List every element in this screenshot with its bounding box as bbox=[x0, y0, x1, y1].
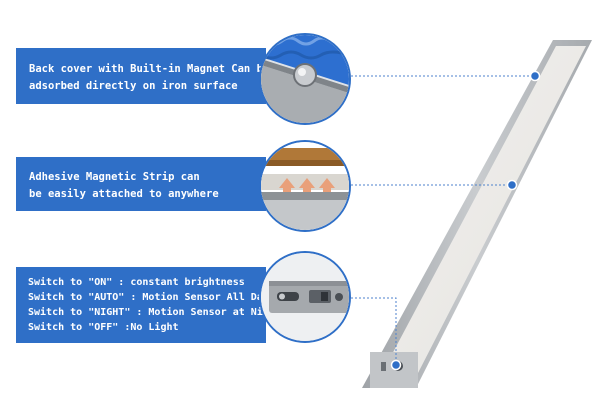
callout-line: Switch to "ON" : constant brightness bbox=[28, 277, 245, 288]
pointer-dot-1 bbox=[529, 70, 541, 82]
leader-line-3 bbox=[351, 297, 397, 363]
pointer-dot-3 bbox=[390, 359, 402, 371]
callout-switch-modes: Switch to "ON" : constant brightness Swi… bbox=[16, 267, 281, 343]
callout-line: Switch to "AUTO" : Motion Sensor All Day bbox=[28, 292, 269, 303]
adhesive-strip-closeup bbox=[259, 140, 351, 232]
callout-line: Switch to "NIGHT" : Motion Sensor at Nig… bbox=[28, 307, 281, 318]
sensor-icon bbox=[335, 293, 343, 301]
callout-line: Back cover with Built-in Magnet Can be bbox=[29, 63, 270, 75]
callout-adhesive-strip: Adhesive Magnetic Strip can be easily at… bbox=[16, 157, 266, 211]
callout-line: be easily attached to anywhere bbox=[29, 188, 219, 200]
callout-magnet-back: Back cover with Built-in Magnet Can be a… bbox=[16, 48, 270, 104]
switch-closeup bbox=[259, 251, 351, 343]
callout-line: Switch to "OFF" :No Light bbox=[28, 322, 179, 333]
up-arrows-icon bbox=[279, 178, 335, 192]
pointer-dot-2 bbox=[506, 179, 518, 191]
callout-line: Adhesive Magnetic Strip can bbox=[29, 171, 200, 183]
magnet-icon bbox=[293, 63, 317, 87]
callout-line: adsorbed directly on iron surface bbox=[29, 80, 238, 92]
light-bar-diffuser bbox=[382, 46, 586, 373]
magnet-closeup bbox=[259, 33, 351, 125]
switch-slot bbox=[381, 362, 386, 371]
light-bar-end-cap bbox=[370, 352, 418, 388]
